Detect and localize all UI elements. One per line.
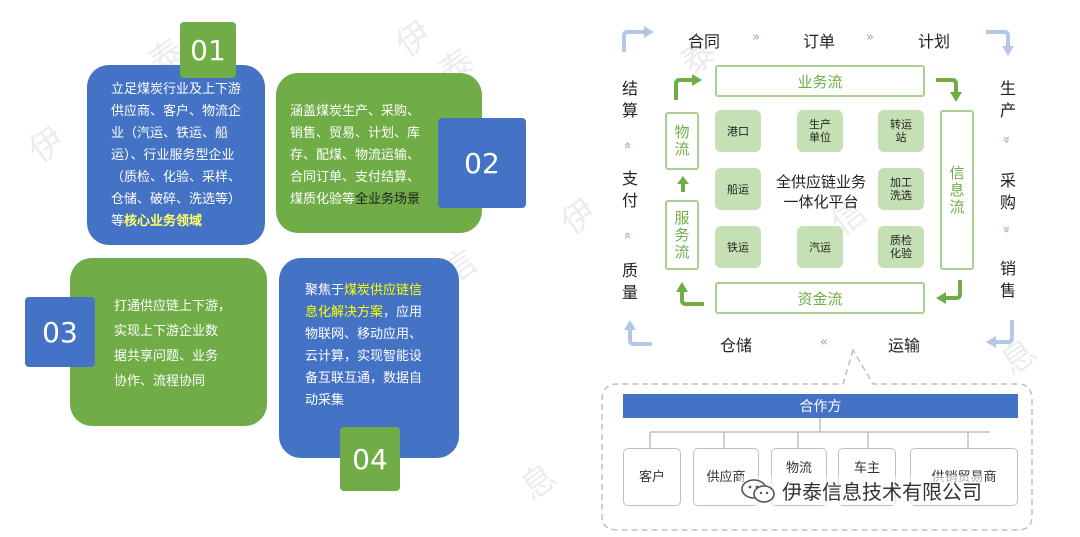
- tile-rail-transport: 铁运: [715, 226, 761, 268]
- feature-card-03-text: 打通供应链上下游， 实现上下游企业数 据共享问题、业务 协作、流程协同: [114, 299, 232, 389]
- logistics-flow-bar: 物流: [665, 112, 699, 170]
- cycle-label-transport: 运输: [888, 336, 921, 355]
- cycle-label-procurement: 采购: [999, 171, 1016, 212]
- highlight-text: 煤炭供应链信: [344, 283, 423, 298]
- flow-arrow-icon: [676, 282, 704, 306]
- flow-arrow-icon: [936, 78, 962, 102]
- card-number-02: 02: [438, 118, 526, 208]
- feature-card-01-text: 立足煤炭行业及上下游 供应商、客户、物流企 业（汽运、铁运、船 运）、行业服务型…: [111, 82, 242, 229]
- arrow-up-icon: [677, 176, 689, 192]
- watermark-char: 伊: [21, 119, 73, 172]
- chevron-up-icon: »: [620, 141, 636, 150]
- platform-title: 全供应链业务 一体化平台: [775, 173, 866, 211]
- card-number-04: 04: [340, 427, 400, 491]
- chevron-up-icon: »: [620, 231, 636, 240]
- chevron-down-icon: »: [998, 225, 1014, 234]
- cycle-label-contract: 合同: [688, 32, 721, 51]
- chevron-left-icon: »: [820, 334, 828, 349]
- chevron-right-icon: »: [752, 30, 760, 45]
- highlight-text: 核心业务领域: [124, 214, 203, 229]
- capital-flow-bar: 资金流: [715, 282, 925, 314]
- information-flow-bar: 信息流: [940, 110, 974, 270]
- corner-arrow-icon: [624, 320, 652, 346]
- cycle-label-quality: 质量: [621, 261, 638, 302]
- highlight-text: 全业务场景: [355, 192, 421, 207]
- cycle-label-sales: 销售: [999, 259, 1016, 300]
- corner-arrow-icon: [622, 26, 654, 52]
- cycle-label-payment: 支付: [621, 169, 638, 210]
- tile-processing-washing: 加工洗选: [878, 168, 924, 210]
- tile-port: 港口: [715, 110, 761, 152]
- tile-ship-transport: 船运: [715, 168, 761, 210]
- flow-arrow-icon: [674, 74, 702, 100]
- company-signature: 伊泰信息技术有限公司: [740, 476, 982, 505]
- cycle-label-settlement: 结算: [621, 79, 638, 120]
- cycle-label-plan: 计划: [918, 32, 951, 51]
- feature-card-03: 打通供应链上下游， 实现上下游企业数 据共享问题、业务 协作、流程协同: [70, 258, 267, 426]
- feature-card-02-text: 涵盖煤炭生产、采购、 销售、贸易、计划、库 存、配煤、物流运输、 合同订单、支付…: [290, 104, 421, 207]
- feature-card-04-text: 聚焦于煤炭供应链信 息化解决方案，应用 物联网、移动应用、 云计算，实现智能设 …: [305, 283, 423, 408]
- business-flow-bar: 业务流: [715, 65, 925, 97]
- card-number-03: 03: [25, 297, 95, 367]
- feature-card-04: 聚焦于煤炭供应链信 息化解决方案，应用 物联网、移动应用、 云计算，实现智能设 …: [279, 258, 459, 458]
- corner-arrow-icon: [986, 320, 1014, 348]
- tile-road-transport: 汽运: [797, 226, 843, 268]
- company-name: 伊泰信息技术有限公司: [782, 480, 982, 504]
- wechat-icon: [741, 478, 775, 503]
- flow-arrow-icon: [936, 280, 962, 304]
- cycle-label-order: 订单: [803, 32, 836, 51]
- chevron-down-icon: »: [998, 135, 1014, 144]
- feature-card-01: 立足煤炭行业及上下游 供应商、客户、物流企 业（汽运、铁运、船 运）、行业服务型…: [87, 65, 265, 245]
- service-flow-bar: 服务流: [665, 200, 699, 270]
- watermark-char: 息: [513, 456, 565, 509]
- partners-outline: [601, 348, 1033, 531]
- watermark-char: 伊: [553, 191, 605, 244]
- highlight-text: 息化解决方案: [305, 305, 384, 320]
- cycle-label-storage: 仓储: [720, 336, 753, 355]
- chevron-right-icon: »: [866, 30, 874, 45]
- tile-production-unit: 生产单位: [797, 110, 843, 152]
- partners-header: 合作方: [623, 394, 1018, 418]
- card-number-01: 01: [180, 22, 236, 78]
- partner-customer: 客户: [623, 448, 681, 506]
- corner-arrow-icon: [986, 30, 1014, 56]
- cycle-label-production: 生产: [999, 79, 1016, 120]
- tile-transfer-station: 转运站: [878, 110, 924, 152]
- tile-quality-inspection: 质检化验: [878, 226, 924, 268]
